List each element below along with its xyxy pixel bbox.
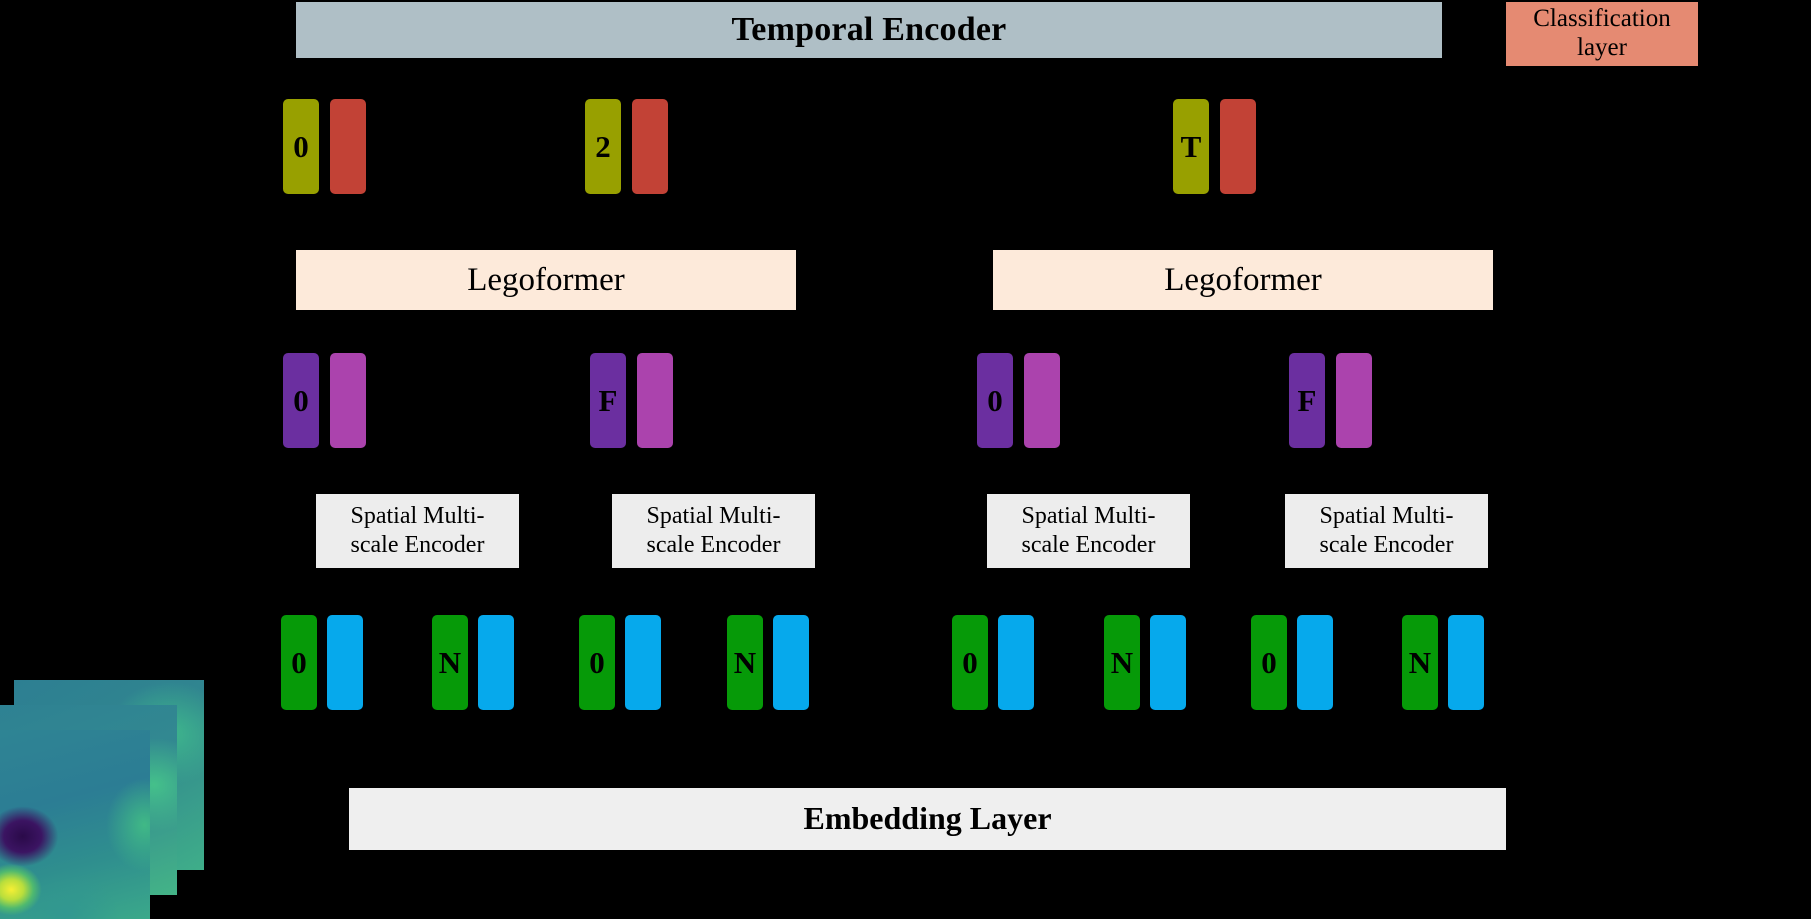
temporal-token-T-pair: [1220, 99, 1256, 194]
spectrogram-frame-1: [0, 730, 150, 919]
frame-token-F-left-pair: [637, 353, 673, 448]
frame-token-0-left: 0: [283, 353, 319, 448]
frame-token-F-left: F: [590, 353, 626, 448]
classification-layer-line1: Classification: [1533, 5, 1671, 33]
frame-token-F-right: F: [1289, 353, 1325, 448]
temporal-token-0: 0: [283, 99, 319, 194]
patch-token-N-c-pair: [1150, 615, 1186, 710]
patch-token-N-d: N: [1402, 615, 1438, 710]
patch-token-0-a-pair: [327, 615, 363, 710]
embedding-layer-block: Embedding Layer: [349, 788, 1506, 850]
spatial-encoder-3-line1: Spatial Multi-: [1021, 503, 1156, 530]
patch-token-0-c: 0: [952, 615, 988, 710]
spatial-encoder-2: Spatial Multi- scale Encoder: [612, 494, 815, 568]
patch-token-0-d: 0: [1251, 615, 1287, 710]
frame-token-F-right-pair: [1336, 353, 1372, 448]
frame-token-0-right: 0: [977, 353, 1013, 448]
temporal-token-0-pair: [330, 99, 366, 194]
patch-token-N-a: N: [432, 615, 468, 710]
patch-token-N-b: N: [727, 615, 763, 710]
spatial-encoder-4-line2: scale Encoder: [1319, 532, 1454, 558]
temporal-token-2: 2: [585, 99, 621, 194]
patch-token-N-c: N: [1104, 615, 1140, 710]
patch-token-N-b-pair: [773, 615, 809, 710]
temporal-token-2-pair: [632, 99, 668, 194]
patch-token-0-d-pair: [1297, 615, 1333, 710]
patch-token-0-c-pair: [998, 615, 1034, 710]
patch-token-N-d-pair: [1448, 615, 1484, 710]
spatial-encoder-1-line1: Spatial Multi-: [350, 503, 485, 530]
patch-token-N-a-pair: [478, 615, 514, 710]
spatial-encoder-4: Spatial Multi- scale Encoder: [1285, 494, 1488, 568]
spatial-encoder-1-line2: scale Encoder: [350, 532, 485, 558]
spatial-encoder-3-line2: scale Encoder: [1021, 532, 1156, 558]
frame-token-0-right-pair: [1024, 353, 1060, 448]
frame-token-0-left-pair: [330, 353, 366, 448]
legoformer-block-2: Legoformer: [993, 250, 1493, 310]
spatial-encoder-3: Spatial Multi- scale Encoder: [987, 494, 1190, 568]
temporal-token-T: T: [1173, 99, 1209, 194]
temporal-encoder-block: Temporal Encoder: [296, 2, 1442, 58]
patch-token-0-b-pair: [625, 615, 661, 710]
spatial-encoder-2-line2: scale Encoder: [646, 532, 781, 558]
spatial-encoder-1: Spatial Multi- scale Encoder: [316, 494, 519, 568]
spectrogram-stack: [0, 680, 240, 919]
patch-token-0-a: 0: [281, 615, 317, 710]
classification-layer-block: Classification layer: [1506, 2, 1698, 66]
spatial-encoder-2-line1: Spatial Multi-: [646, 503, 781, 530]
legoformer-block-1: Legoformer: [296, 250, 796, 310]
patch-token-0-b: 0: [579, 615, 615, 710]
spatial-encoder-4-line1: Spatial Multi-: [1319, 503, 1454, 530]
classification-layer-line2: layer: [1577, 34, 1627, 61]
